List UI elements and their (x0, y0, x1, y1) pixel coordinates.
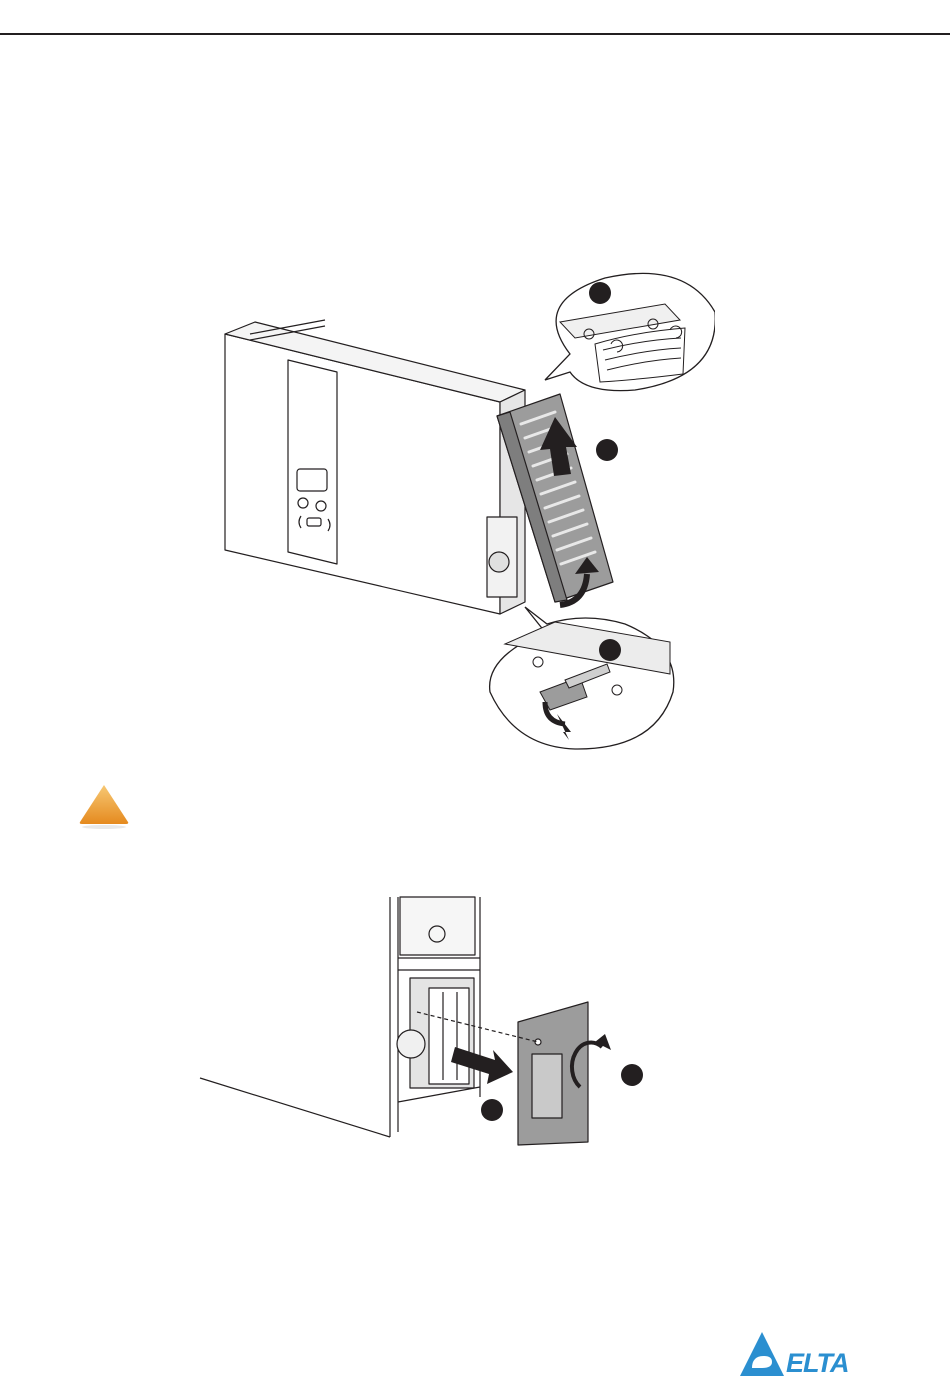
remove-cover-illustration (215, 262, 715, 752)
remove-communication-card-illustration (195, 892, 655, 1152)
communication-card (429, 988, 469, 1084)
brand-text: ELTA (786, 1348, 849, 1378)
display-column (288, 360, 337, 564)
delta-logo: ELTA (738, 1330, 878, 1378)
step-marker (589, 282, 611, 304)
delta-logo-icon (738, 1330, 786, 1378)
warning-triangle-icon (78, 782, 130, 830)
lcd-display (297, 469, 327, 491)
step-marker (481, 1099, 503, 1121)
fan (397, 1030, 425, 1058)
step-marker (599, 639, 621, 661)
step-marker (621, 1064, 643, 1086)
fan (489, 552, 509, 572)
step-marker (596, 439, 618, 461)
top-rule (0, 33, 950, 35)
